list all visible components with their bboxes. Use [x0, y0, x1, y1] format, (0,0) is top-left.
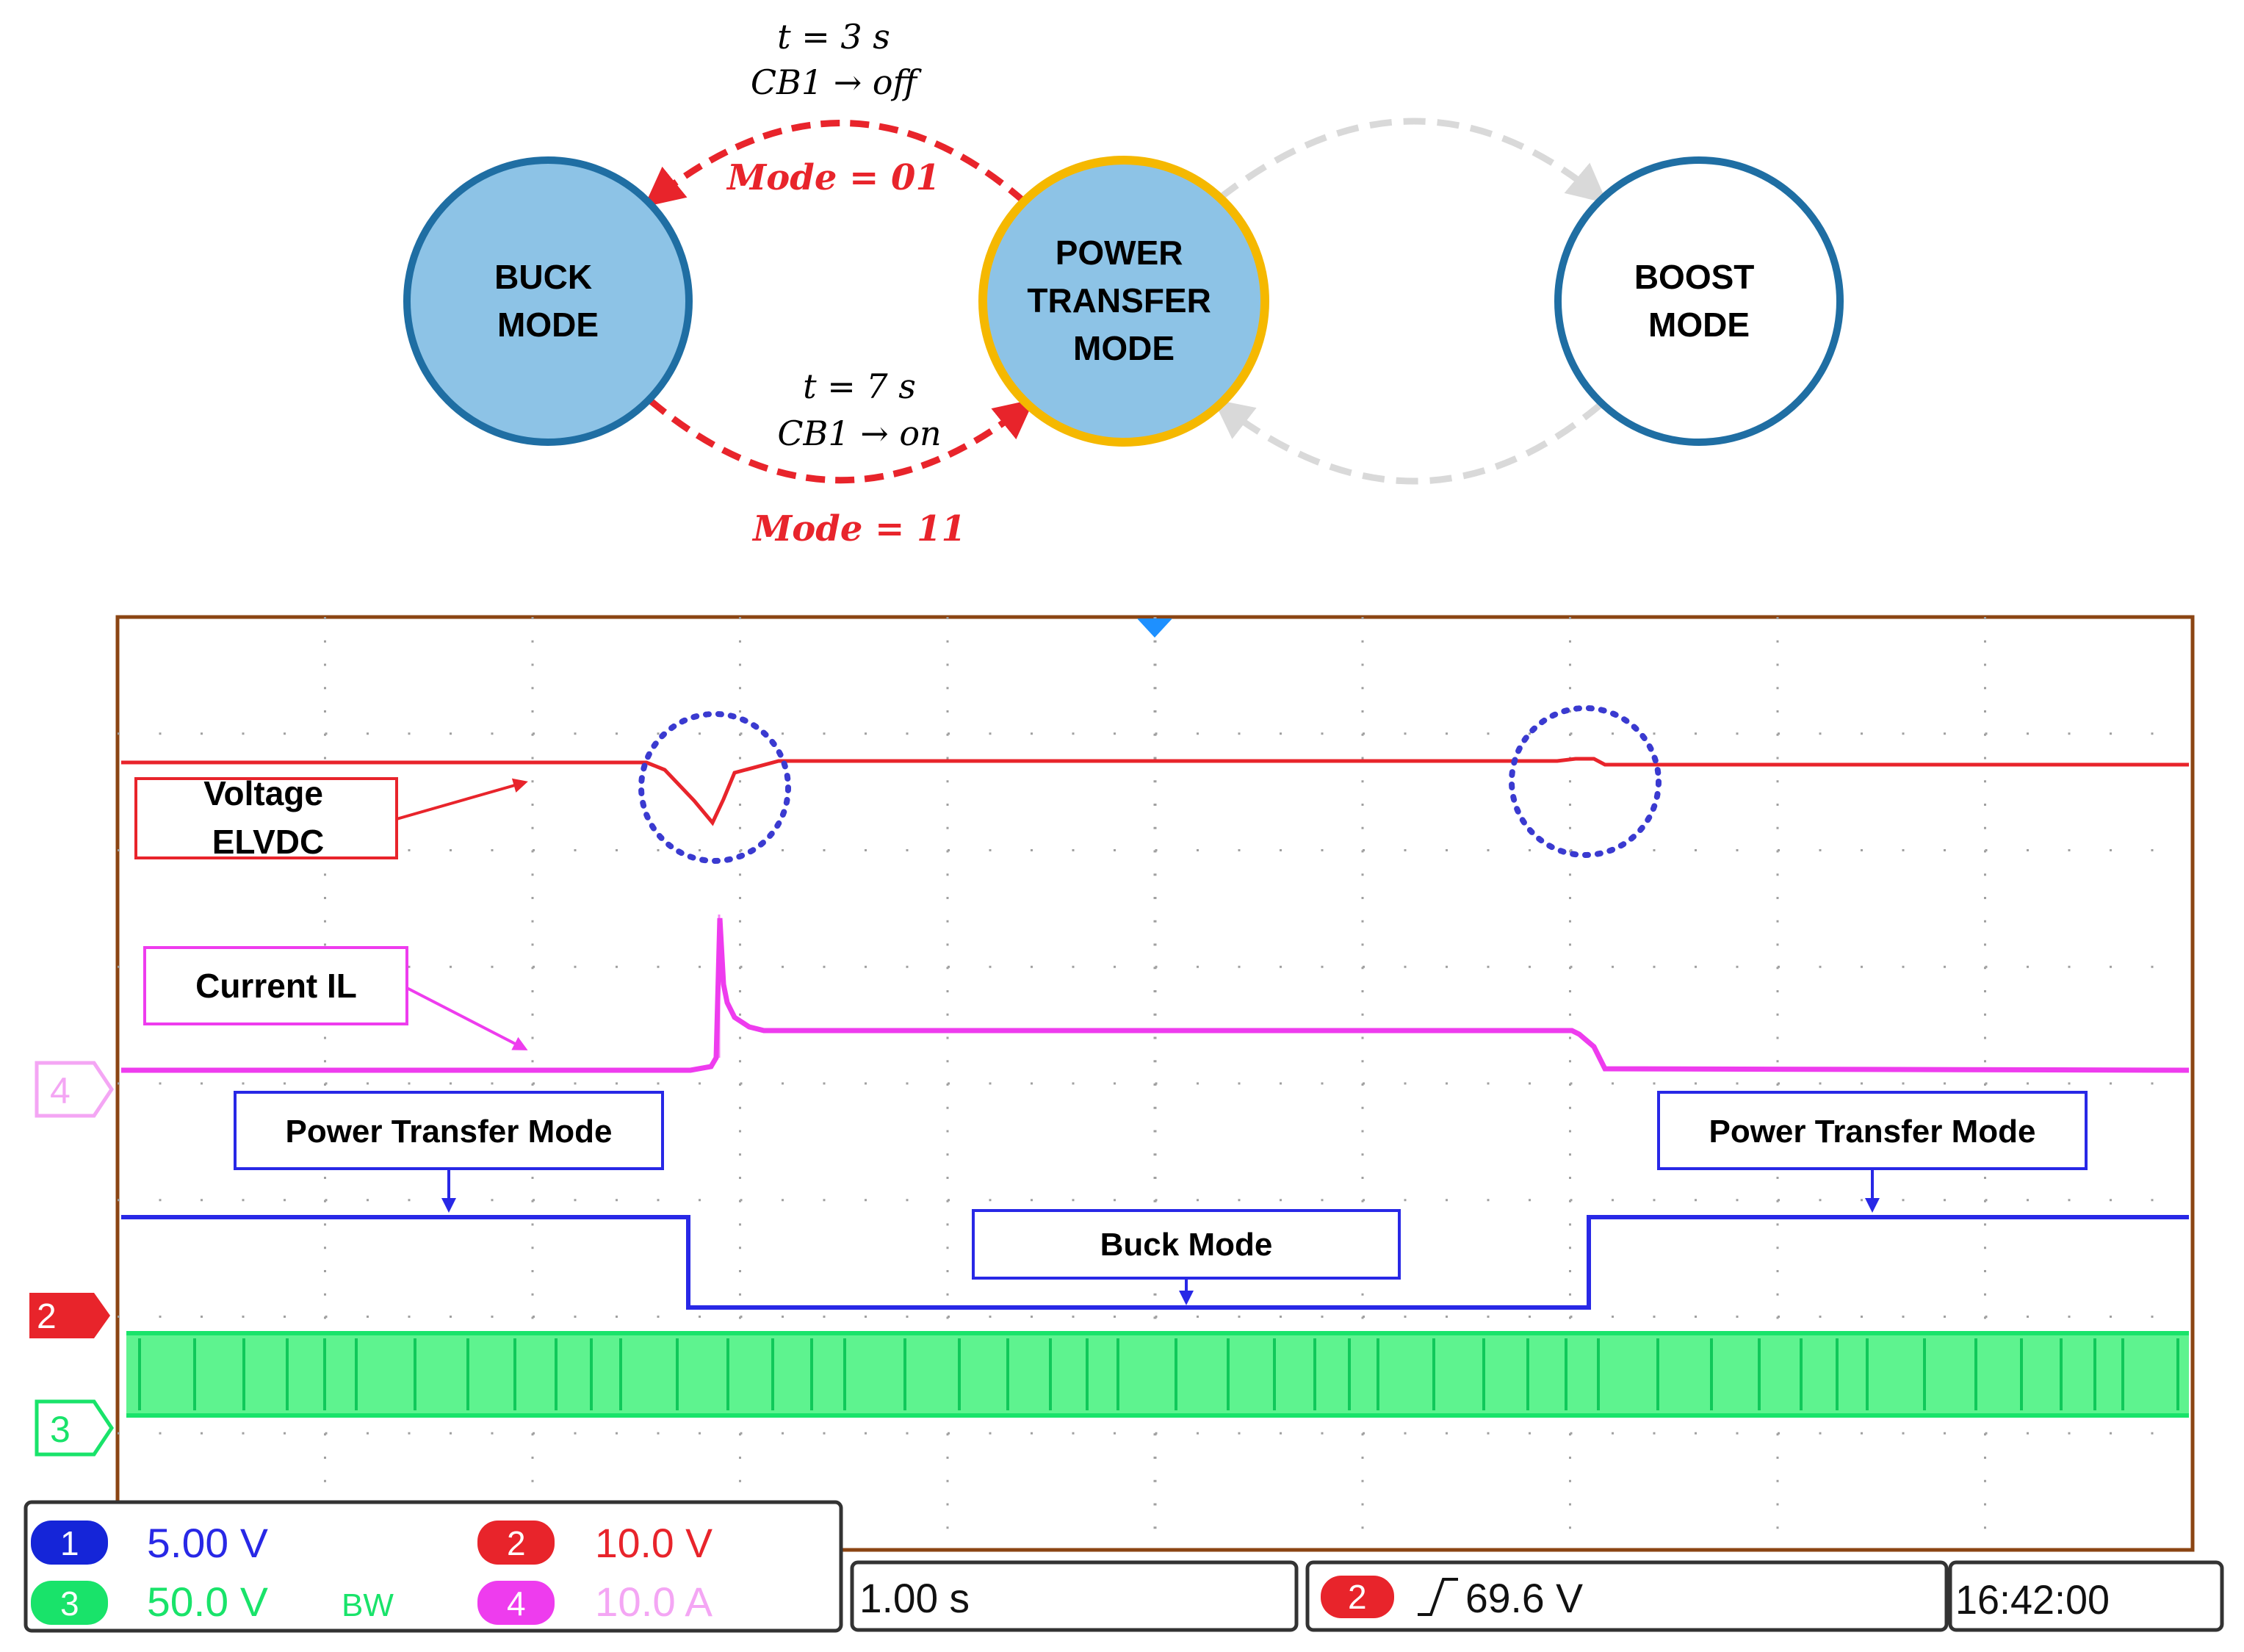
state-buck-mode: [403, 156, 693, 446]
buck-mode-box: [972, 1209, 1401, 1280]
buck-label: BUCK MODE: [494, 258, 602, 344]
trigger-level: 69.6 V: [1465, 1575, 1584, 1621]
svg-text:2: 2: [37, 1297, 57, 1336]
ch4-badge: [477, 1581, 555, 1625]
ch3-switching-edges: [138, 1338, 2179, 1410]
svg-text:4: 4: [50, 1070, 71, 1111]
trigger-position-marker: [1137, 618, 1172, 638]
voltage-label-box: [134, 777, 398, 859]
rising-edge-icon: [1418, 1578, 1458, 1616]
current-label-box: [143, 946, 408, 1025]
power-transfer-right-label: Power Transfer Mode: [1709, 1114, 2035, 1150]
bottom-transition-time: t = 7 s: [803, 367, 916, 406]
ch2-marker: 2: [29, 1293, 110, 1338]
ch3-switching-band: [126, 1333, 2189, 1415]
top-transition-mode: Mode = 01: [726, 157, 940, 198]
ch3-marker: 3: [35, 1399, 115, 1457]
bottom-transition-mode: Mode = 11: [751, 508, 966, 549]
power-transfer-left-label: Power Transfer Mode: [285, 1114, 612, 1150]
ch3-badge: [31, 1581, 108, 1625]
ch1-badge-num: 1: [60, 1524, 79, 1562]
trigger-box: [1305, 1560, 1949, 1632]
ch3-scale: 50.0 V: [147, 1579, 269, 1625]
ch4-marker: 4: [35, 1061, 115, 1118]
arrow-power-to-boost: [1217, 118, 1608, 203]
transition-highlight-left: [638, 711, 791, 864]
ch4-scale: 10.0 A: [595, 1579, 713, 1625]
trigger-channel-num: 2: [1348, 1578, 1367, 1616]
state-power-transfer-mode: [978, 156, 1269, 447]
clock-box: [1948, 1560, 2224, 1632]
ch4-current-trace: [121, 917, 2190, 1073]
boost-label: BOOST MODE: [1634, 258, 1764, 344]
timebase-box: [850, 1560, 1299, 1632]
top-transition-time: t = 3 s: [777, 17, 890, 57]
bandwidth-limit-indicator: BW: [342, 1587, 394, 1623]
top-transition-action: CB1 → off: [751, 62, 923, 102]
clock-readout: 16:42:00: [1955, 1576, 2110, 1623]
state-diagram: BUCK MODE POWER TRANSFER MODE BOOST MODE…: [403, 17, 1844, 549]
trigger-channel-badge: [1321, 1576, 1394, 1618]
ch2-badge-num: 2: [507, 1524, 526, 1562]
ch3-badge-num: 3: [60, 1584, 79, 1623]
ch1-scale: 5.00 V: [147, 1520, 269, 1566]
timebase-readout: 1.00 s: [859, 1575, 970, 1621]
svg-text:3: 3: [50, 1409, 71, 1450]
voltage-label: Voltage ELVDC: [203, 774, 333, 861]
ch1-mode-trace: [121, 1215, 2189, 1310]
ch4-badge-num: 4: [507, 1584, 526, 1623]
bottom-transition-action: CB1 → on: [777, 414, 941, 453]
voltage-label-arrow: [396, 778, 528, 820]
arrow-power-to-buck: [643, 120, 1027, 207]
ch1-badge: [31, 1521, 108, 1565]
channel-scale-panel: [24, 1500, 843, 1633]
scope-grid: [118, 617, 2193, 1550]
current-label: Current IL: [195, 967, 357, 1005]
current-label-arrow: [406, 986, 528, 1050]
ch2-voltage-trace: [121, 757, 2189, 826]
arrow-buck-to-power: [648, 397, 1035, 484]
state-boost-mode: [1554, 156, 1844, 446]
ch2-scale: 10.0 V: [595, 1520, 713, 1566]
scope-readout: 1 5.00 V 2 10.0 V 3 50.0 V BW 4 10.0 A 1…: [24, 1500, 2224, 1633]
buck-mode-label: Buck Mode: [1100, 1227, 1273, 1263]
ch2-badge: [477, 1521, 555, 1565]
oscilloscope-screen: Voltage ELVDC Current IL Power Transfer …: [29, 615, 2195, 1552]
arrow-boost-to-power: [1213, 399, 1603, 485]
transition-highlight-right: [1509, 705, 1662, 858]
power-transfer-label: POWER TRANSFER MODE: [1027, 234, 1220, 367]
